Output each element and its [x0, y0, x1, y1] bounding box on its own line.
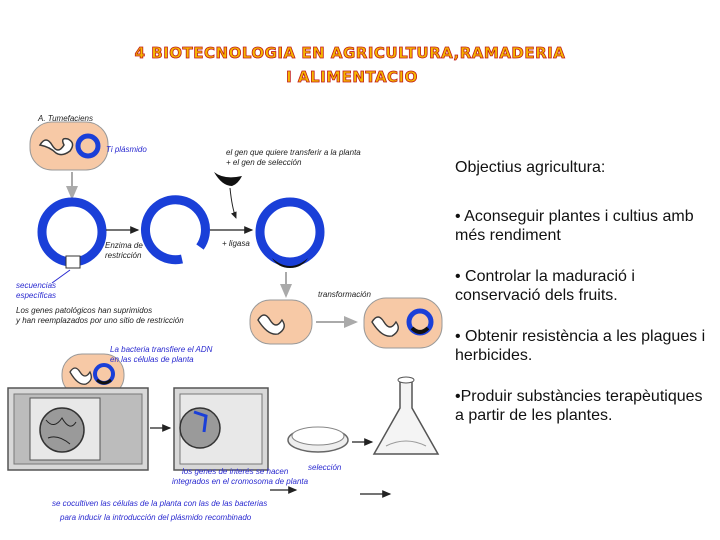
enzyme-label-line2: restricción: [105, 251, 142, 260]
bacterium-transferring-dna: [61, 353, 125, 397]
objective-item-resistance: • Obtenir resistència a les plagues i he…: [455, 328, 706, 364]
genes-integrated-label-line1: los genes de interés se hacen: [182, 467, 289, 476]
objective-item-ripening: • Controlar la maduració i conservació d…: [455, 268, 635, 304]
plant-cells-group-1: [7, 387, 149, 471]
recombinant-plasmid-ring: [255, 197, 325, 268]
selection-label: selección: [308, 463, 342, 472]
bacteria-transfers-label-line2: en las células de planta: [110, 355, 194, 364]
cocultivate-label-line1: se cocultiven las células de la planta c…: [52, 499, 267, 508]
culture-flask: [372, 376, 440, 455]
objective-item-yield: • Aconseguir plantes i cultius amb més r…: [455, 208, 694, 244]
agriculture-objectives: Objectius agricultura: • Aconseguir plan…: [455, 158, 710, 447]
sequences-label-line1: secuencias: [16, 281, 56, 290]
ti-plasmid-label: Ti plásmido: [106, 145, 147, 154]
gene-fragment: [214, 172, 242, 186]
slide-title-line2: I ALIMENTACIO: [286, 68, 418, 87]
gene-label-line1: el gen que quiere transferir a la planta: [226, 148, 361, 157]
agrobacterium-cell: [29, 121, 109, 171]
transformed-bacterium-cell: [249, 299, 313, 345]
agrobacterium-transformation-diagram: A. Tumefaciens Ti plásmido el gen que qu…: [7, 114, 443, 522]
gene-label-line2: + el gen de selección: [226, 158, 302, 167]
slide-title-line1: 4 BIOTECNOLOGIA EN AGRICULTURA,RAMADERIA: [134, 44, 566, 63]
a-tumefaciens-label: A. Tumefaciens: [37, 114, 93, 123]
cocultivate-label-line2: para inducir la introducción del plásmid…: [59, 513, 252, 522]
pathogenic-label-line2: y han reemplazados por uno sitio de rest…: [15, 316, 184, 325]
ti-plasmid-ring-2: [140, 195, 210, 265]
arrow-gene-down: [229, 187, 237, 219]
pathogenic-label-line1: Los genes patológicos han suprimidos: [16, 306, 152, 315]
objective-item-therapeutics: •Produir substàncies terapèutiques a par…: [455, 388, 703, 424]
sequences-pointer: [51, 269, 71, 284]
recombinant-bacterium-cell: [363, 297, 443, 349]
enzyme-label-line1: Enzima de: [105, 241, 143, 250]
transformation-label: transformación: [318, 290, 371, 299]
bacteria-transfers-label-line1: La bacteria transfiere el ADN: [110, 345, 213, 354]
ligase-label: + ligasa: [222, 239, 250, 248]
genes-integrated-label-line2: integrados en el cromosoma de planta: [172, 477, 309, 486]
objectives-heading: Objectius agricultura:: [455, 159, 606, 176]
plant-cells-group-2: [173, 387, 269, 471]
ti-plasmid-ring-1: [37, 197, 107, 269]
petri-dish: [287, 426, 349, 453]
sequences-label-line2: específicas: [16, 291, 56, 300]
